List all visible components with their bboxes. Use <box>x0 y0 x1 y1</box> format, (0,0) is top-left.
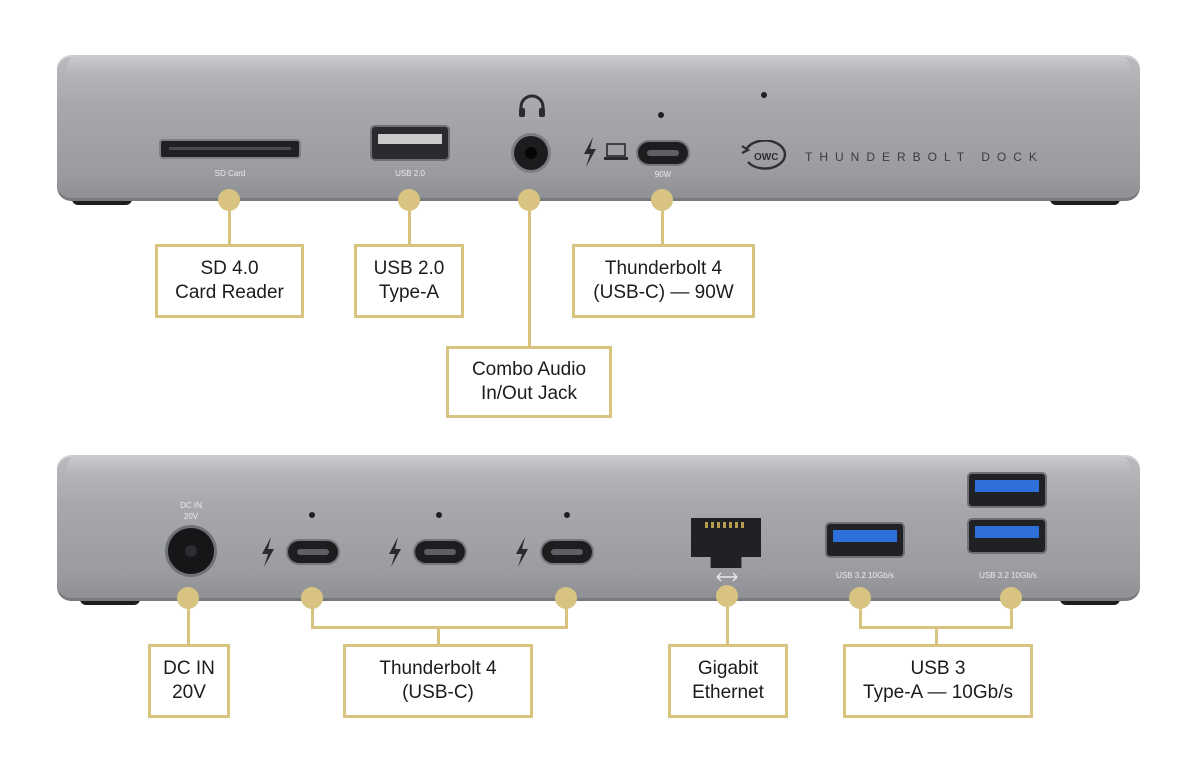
ethernet-arrows-icon <box>716 572 738 582</box>
device-top-edge <box>67 55 1130 73</box>
dc-in-label-2: 20V <box>183 512 199 521</box>
headphones-icon <box>519 94 545 117</box>
laptop-icon <box>604 143 628 160</box>
connector-line <box>528 200 531 348</box>
connector-line <box>935 626 938 646</box>
usb3-port-label: USB 3.2 10Gb/s <box>836 571 894 580</box>
thunderbolt-icon <box>262 537 274 567</box>
audio-jack <box>514 136 548 170</box>
dc-in-label-1: DC IN <box>180 501 202 510</box>
svg-text:OWC: OWC <box>754 152 778 163</box>
callout-thunderbolt: Thunderbolt 4(USB-C) <box>343 644 533 718</box>
owc-logo: OWC <box>741 140 787 170</box>
device-foot <box>72 198 132 205</box>
connector-line <box>726 596 729 645</box>
dock-front-panel <box>57 55 1140 201</box>
sd-card-slot <box>161 141 299 157</box>
connector-dot <box>1000 587 1022 609</box>
status-led <box>564 512 570 518</box>
connector-dot <box>518 189 540 211</box>
usb3-port-label: USB 3.2 10Gb/s <box>979 571 1037 580</box>
status-led <box>309 512 315 518</box>
device-top-edge <box>67 455 1130 473</box>
sd-port-label: SD Card <box>214 169 246 178</box>
thunderbolt-port-3 <box>542 541 592 563</box>
connector-line <box>311 598 314 628</box>
thunderbolt-icon <box>389 537 401 567</box>
usb2-port-label: USB 2.0 <box>395 169 425 178</box>
connector-line <box>228 200 231 245</box>
usb3-port-2 <box>969 474 1045 506</box>
dock-rear-panel <box>57 455 1140 601</box>
connector-dot <box>849 587 871 609</box>
connector-dot <box>716 585 738 607</box>
thunderbolt-90w-port <box>638 142 688 164</box>
connector-line <box>859 598 862 628</box>
thunderbolt-port-2 <box>415 541 465 563</box>
connector-line <box>437 626 440 646</box>
connector-dot <box>555 587 577 609</box>
status-led <box>658 112 664 118</box>
connector-line <box>1010 598 1013 628</box>
connector-dot <box>398 189 420 211</box>
usb3-port-1 <box>827 524 903 556</box>
connector-line <box>661 200 664 245</box>
connector-line <box>187 598 190 645</box>
connector-line <box>565 598 568 628</box>
status-led <box>436 512 442 518</box>
device-foot <box>1060 598 1120 605</box>
usb2-port <box>372 127 448 159</box>
usb3-port-3 <box>969 520 1045 552</box>
connector-dot <box>218 189 240 211</box>
dc-in-port <box>168 528 214 574</box>
thunderbolt-port-1 <box>288 541 338 563</box>
connector-dot <box>301 587 323 609</box>
thunderbolt-icon <box>584 137 596 167</box>
device-foot <box>80 598 140 605</box>
brand-text: THUNDERBOLT DOCK <box>805 150 1044 164</box>
connector-dot <box>177 587 199 609</box>
connector-dot <box>651 189 673 211</box>
callout-thunderbolt-90w: Thunderbolt 4(USB-C) — 90W <box>572 244 755 318</box>
connector-line <box>408 200 411 245</box>
thunderbolt-icon <box>516 537 528 567</box>
tb-power-label: 90W <box>654 170 672 179</box>
status-led <box>761 92 767 98</box>
device-foot <box>1050 198 1120 205</box>
